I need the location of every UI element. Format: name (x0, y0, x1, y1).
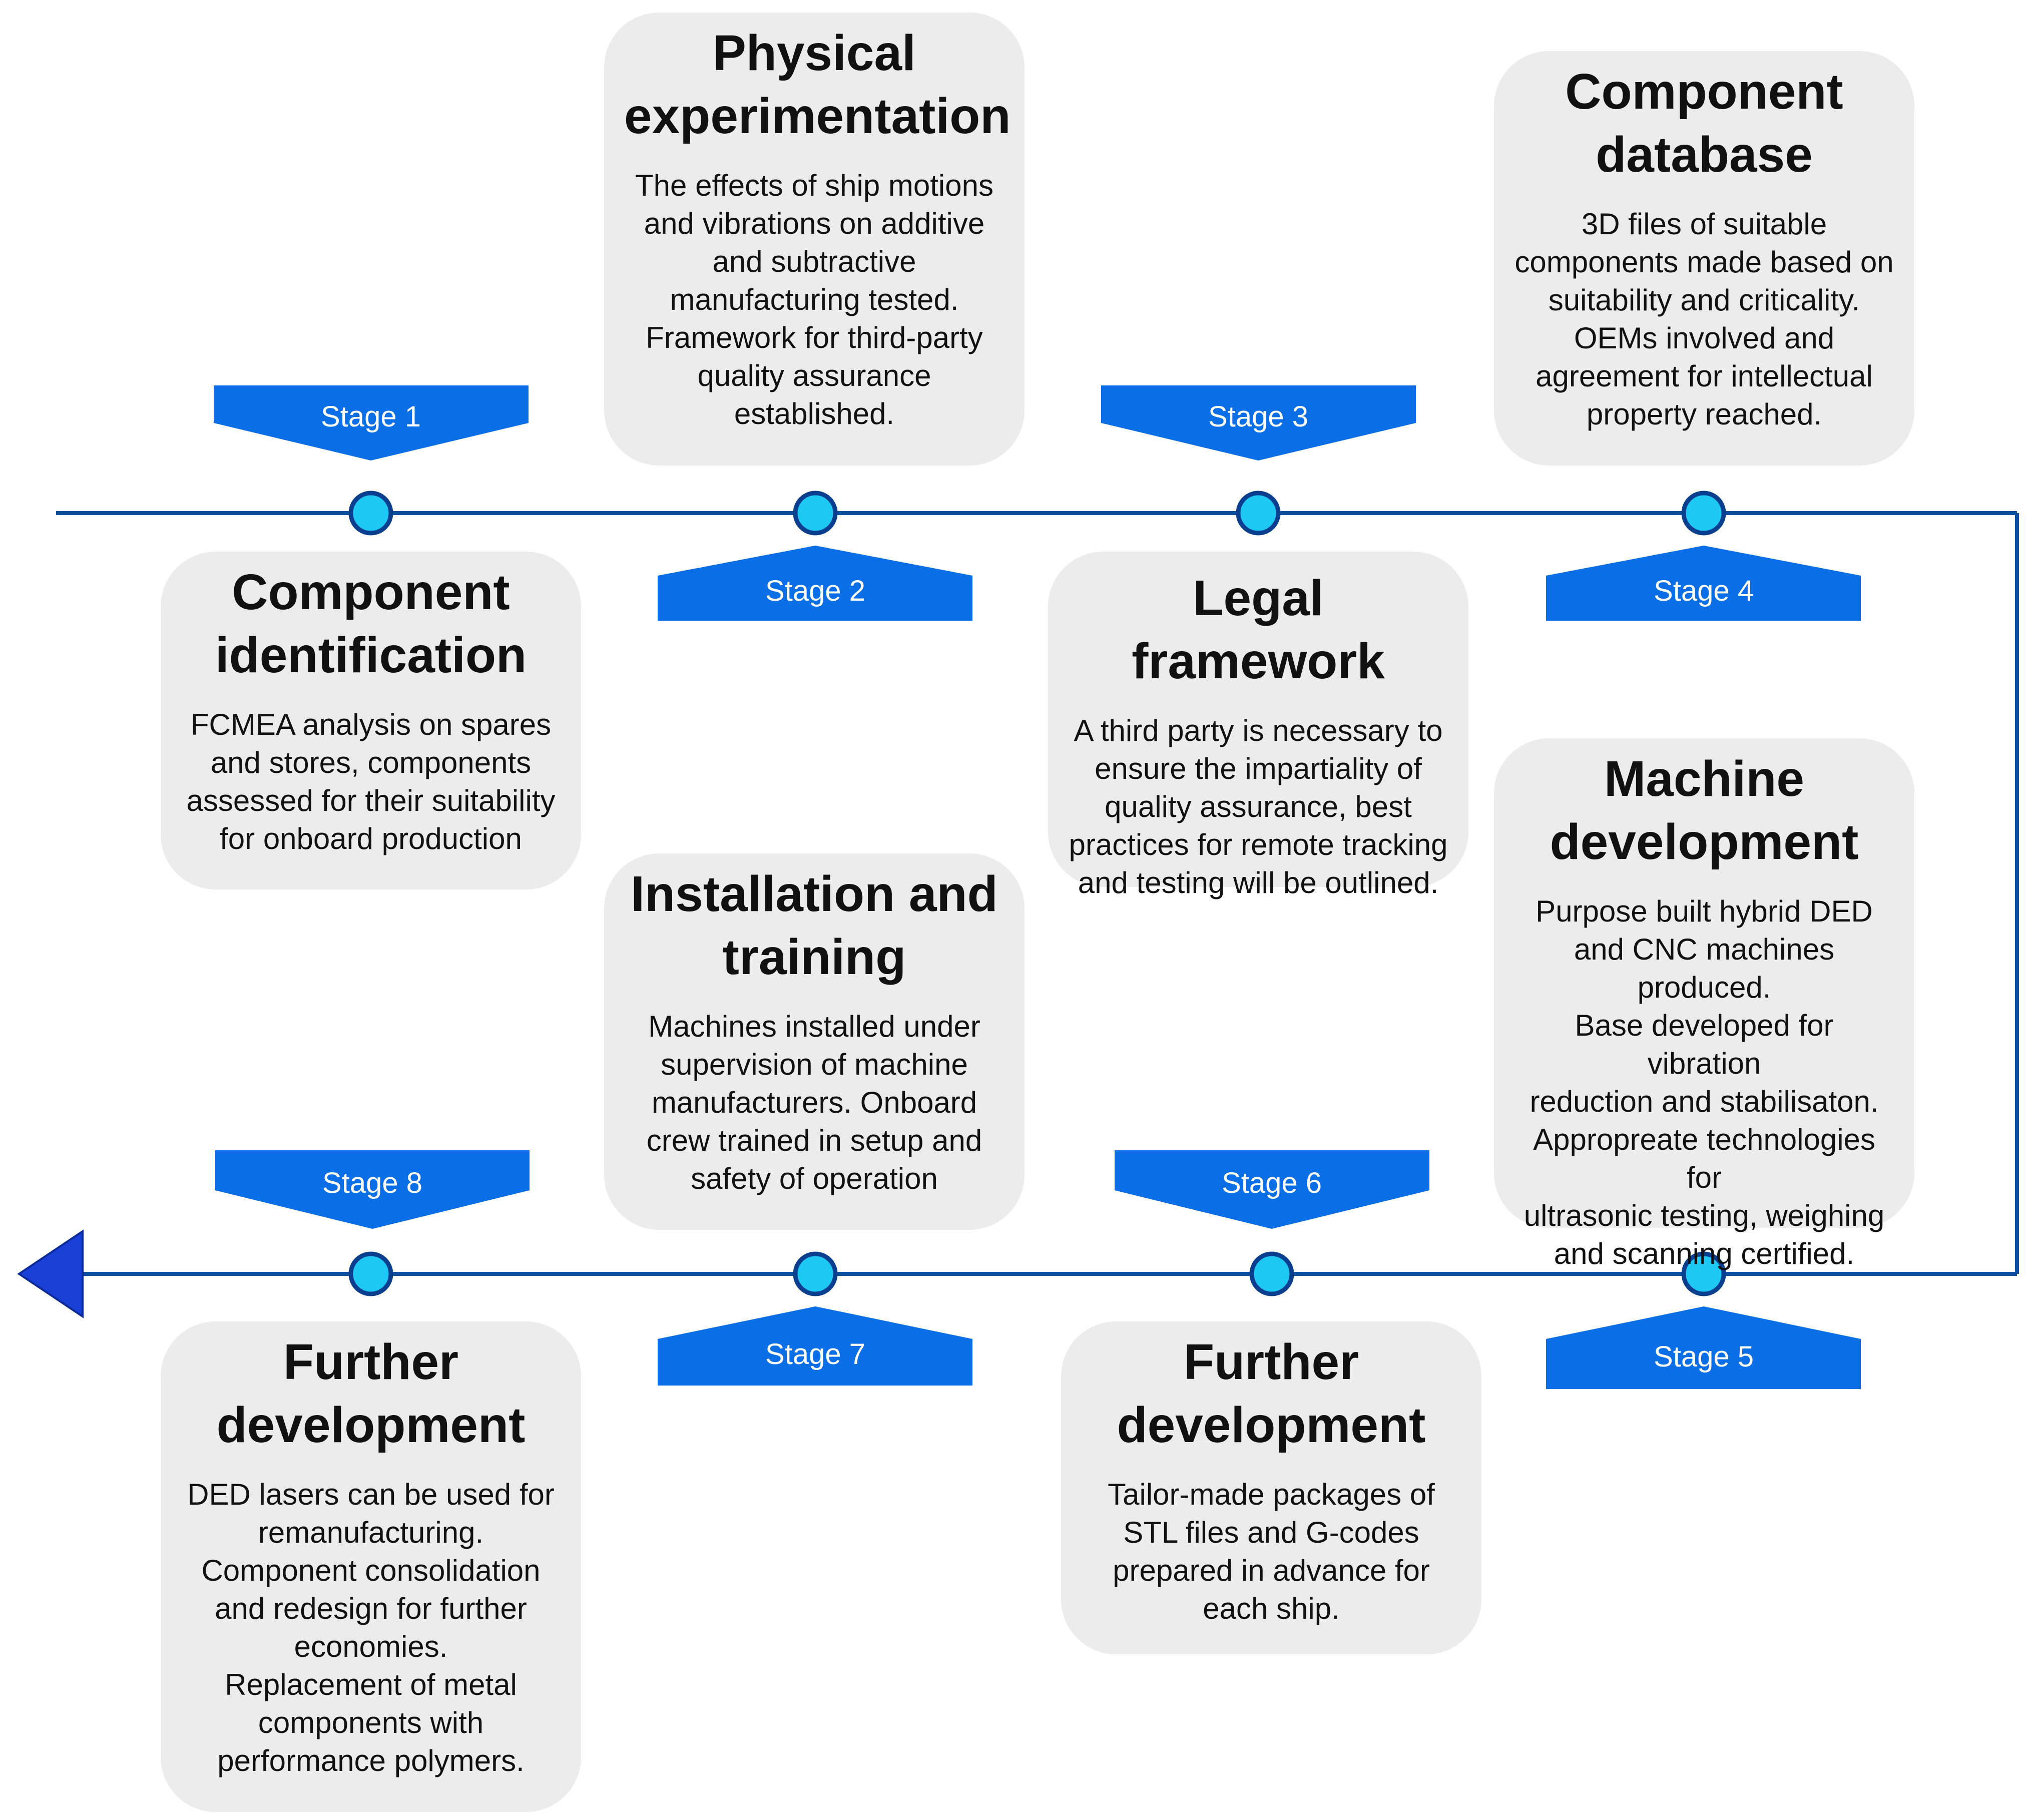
card-title: Further development (1117, 1334, 1426, 1453)
card-body: The effects of ship motions and vibratio… (635, 169, 993, 430)
card-further-development-stage-8: Further development DED lasers can be us… (161, 1321, 581, 1812)
stage-8-pointer (215, 1150, 530, 1229)
card-body: 3D files of suitable components made bas… (1514, 207, 1894, 431)
stage-2-pointer (658, 546, 972, 621)
card-component-identification: Component identification FCMEA analysis … (161, 552, 581, 889)
card-machine-development: Machine development Purpose built hybrid… (1494, 738, 1914, 1270)
stage-8-label: Stage 8 (322, 1167, 422, 1199)
card-title: Component database (1565, 64, 1843, 183)
stage-5-pointer (1546, 1306, 1861, 1389)
stage-4-label: Stage 4 (1654, 575, 1754, 607)
stage-3-label: Stage 3 (1208, 400, 1308, 433)
card-title: Installation and training (631, 866, 998, 985)
stage-3-node (1236, 491, 1281, 536)
card-title: Machine development (1550, 751, 1859, 870)
stage-2-node (793, 491, 838, 536)
card-body: Machines installed under supervision of … (646, 1010, 982, 1195)
card-body: A third party is necessary to ensure the… (1069, 714, 1448, 899)
stage-8-node (348, 1251, 393, 1296)
stage-7-node (793, 1251, 838, 1296)
stage-6-pointer (1115, 1150, 1429, 1229)
stage-marker-8: Stage 8 (215, 1150, 530, 1296)
stage-2-label: Stage 2 (765, 575, 865, 607)
stage-marker-2: Stage 2 (658, 491, 972, 621)
stage-marker-1: Stage 1 (214, 385, 529, 536)
card-body: Purpose built hybrid DED and CNC machine… (1524, 894, 1885, 1270)
stage-1-pointer (214, 385, 529, 461)
stage-1-label: Stage 1 (321, 400, 421, 433)
stage-4-node (1681, 491, 1726, 536)
card-body: Tailor-made packages of STL files and G-… (1108, 1478, 1435, 1625)
stage-5-label: Stage 5 (1654, 1340, 1754, 1373)
stage-marker-3: Stage 3 (1101, 385, 1416, 536)
stage-marker-5: Stage 5 (1546, 1251, 1861, 1389)
card-component-database: Component database 3D files of suitable … (1494, 51, 1914, 466)
card-physical-experimentation: Physical experimentation The effects of … (604, 13, 1025, 466)
stage-4-pointer (1546, 546, 1861, 621)
stage-6-node (1249, 1251, 1294, 1296)
stage-marker-7: Stage 7 (658, 1251, 972, 1386)
stage-7-pointer (658, 1306, 972, 1386)
card-title: Further development (216, 1334, 526, 1453)
card-legal-framework: Legal framework A third party is necessa… (1048, 552, 1468, 899)
card-title: Legal framework (1132, 570, 1385, 689)
card-further-development-stage-6: Further development Tailor-made packages… (1061, 1321, 1481, 1654)
card-title: Physical experimentation (624, 25, 1011, 144)
stage-6-label: Stage 6 (1222, 1167, 1322, 1199)
timeline-arrowhead (17, 1229, 84, 1318)
card-title: Component identification (215, 564, 527, 683)
stage-marker-6: Stage 6 (1115, 1150, 1429, 1296)
card-installation-and-training: Installation and training Machines insta… (604, 853, 1025, 1230)
stage-3-pointer (1101, 385, 1416, 461)
card-body: DED lasers can be used for remanufacturi… (187, 1478, 555, 1777)
stage-7-label: Stage 7 (765, 1338, 865, 1371)
stage-5-node (1681, 1251, 1726, 1296)
stage-marker-4: Stage 4 (1546, 491, 1861, 621)
stage-1-node (348, 491, 393, 536)
card-body: FCMEA analysis on spares and stores, com… (186, 708, 556, 855)
